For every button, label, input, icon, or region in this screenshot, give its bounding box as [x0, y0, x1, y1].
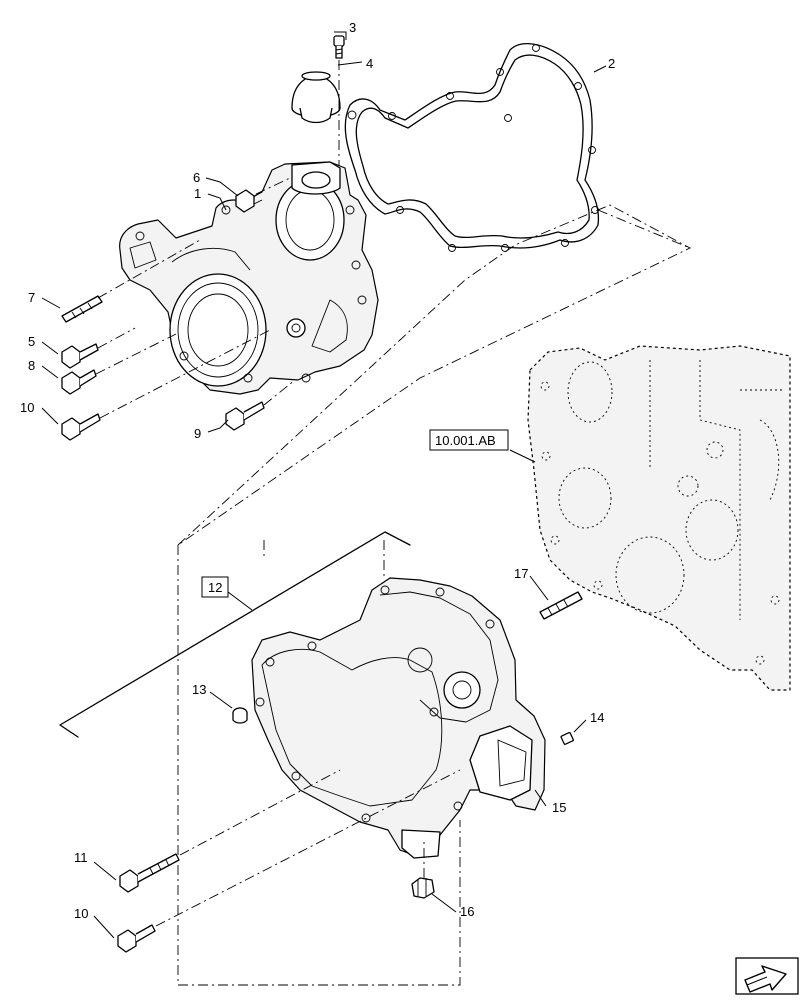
bolt-part-6 — [235, 189, 263, 213]
callout-10-lower: 10 — [74, 906, 88, 921]
callout-1: 1 — [194, 186, 201, 201]
callout-13: 13 — [192, 682, 206, 697]
next-page-arrow-icon[interactable] — [735, 957, 799, 995]
cap-part-4 — [291, 71, 341, 124]
timing-cover-part-1 — [119, 161, 379, 395]
callout-9: 9 — [194, 426, 201, 441]
fitting-part-16 — [411, 877, 435, 899]
callout-3: 3 — [349, 20, 356, 35]
bolt-part-10-lower — [117, 924, 156, 953]
callout-5: 5 — [28, 334, 35, 349]
ref-box-10-001-AB[interactable]: 10.001.AB — [429, 429, 509, 451]
callout-7: 7 — [28, 290, 35, 305]
ref-box-12-label: 12 — [208, 580, 222, 595]
bolt-part-10-upper — [61, 413, 101, 441]
gasket-part-2 — [344, 43, 600, 252]
callout-10-upper: 10 — [20, 400, 34, 415]
gear-housing-part-15 — [251, 577, 546, 859]
dowel-part-13 — [232, 707, 248, 724]
callout-2: 2 — [608, 56, 615, 71]
callout-4: 4 — [366, 56, 373, 71]
bolt-part-5 — [61, 343, 99, 369]
callout-15: 15 — [552, 800, 566, 815]
ref-box-10-001-AB-label: 10.001.AB — [435, 433, 496, 448]
callout-8: 8 — [28, 358, 35, 373]
bolt-part-8 — [61, 369, 97, 395]
callout-16: 16 — [460, 904, 474, 919]
callout-labels: 3 4 2 6 1 7 5 8 10 9 17 13 14 15 11 10 1… — [20, 20, 615, 921]
stud-part-17 — [539, 591, 583, 620]
bolt-part-9 — [225, 401, 265, 431]
engine-block-10-001-AB — [527, 345, 791, 691]
bolt-part-11 — [119, 853, 180, 893]
bolt-part-7 — [61, 295, 103, 323]
plug-part-14 — [560, 731, 574, 745]
callout-17: 17 — [514, 566, 528, 581]
callout-14: 14 — [590, 710, 604, 725]
callout-11: 11 — [74, 850, 88, 865]
screw-part-3 — [333, 35, 345, 59]
callout-6: 6 — [193, 170, 200, 185]
ref-box-12[interactable]: 12 — [201, 576, 229, 598]
